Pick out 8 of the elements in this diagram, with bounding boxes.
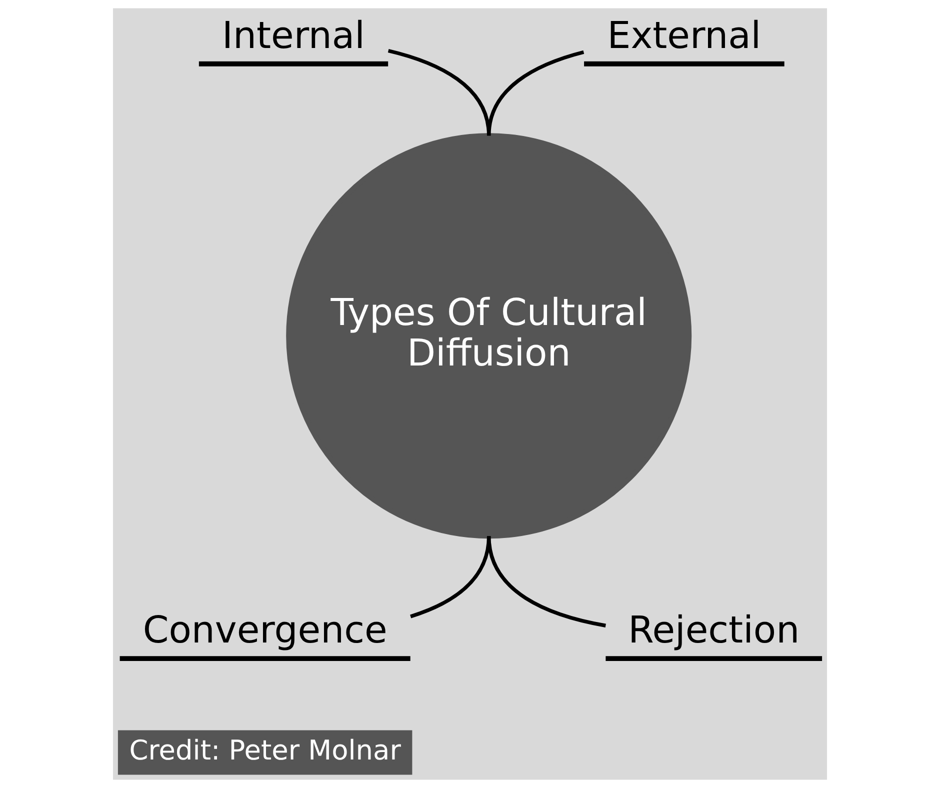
node-text: External (607, 14, 762, 57)
connector (487, 536, 606, 628)
connector (487, 50, 584, 136)
node-circle: Types Of Cultural Diffusion (286, 133, 692, 539)
node-text: Rejection (628, 608, 800, 652)
label: Credit: Peter Molnar (129, 735, 401, 766)
node-text: Internal (222, 14, 365, 57)
node-text: Convergence (142, 608, 388, 652)
